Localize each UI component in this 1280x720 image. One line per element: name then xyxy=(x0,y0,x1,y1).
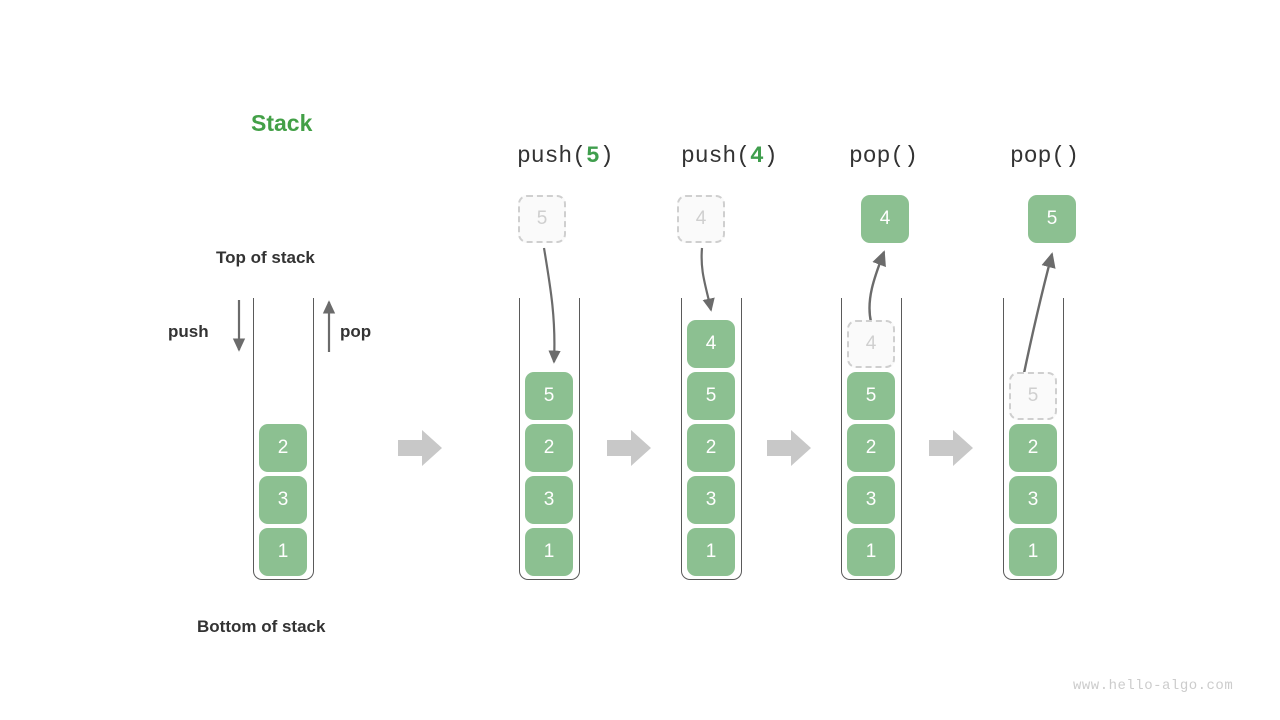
op-name: push( xyxy=(517,143,587,169)
top-of-stack-label: Top of stack xyxy=(216,248,315,267)
watermark: www.hello-algo.com xyxy=(1073,678,1234,694)
stack-container-push-5 xyxy=(519,298,580,580)
op-name: pop( xyxy=(849,143,905,169)
ghost-box-removed: 5 xyxy=(1009,372,1057,420)
bottom-of-stack-label: Bottom of stack xyxy=(197,617,326,636)
stack-item: 4 xyxy=(687,320,735,368)
stack-container-initial xyxy=(253,298,314,580)
pop-label: pop xyxy=(340,322,372,341)
step-header-push-5: push(5) xyxy=(517,143,614,169)
stack-item: 1 xyxy=(847,528,895,576)
stack-item: 5 xyxy=(525,372,573,420)
stack-item: 2 xyxy=(1009,424,1057,472)
stack-item: 1 xyxy=(259,528,307,576)
op-close: ) xyxy=(1065,143,1080,169)
stack-item: 5 xyxy=(847,372,895,420)
ghost-box-removed: 4 xyxy=(847,320,895,368)
page-title: Stack xyxy=(251,110,313,136)
op-close: ) xyxy=(599,143,614,169)
popped-box: 5 xyxy=(1028,195,1076,243)
op-close: ) xyxy=(763,143,778,169)
stack-item: 2 xyxy=(687,424,735,472)
stack-item: 1 xyxy=(1009,528,1057,576)
step-header-push-4: push(4) xyxy=(681,143,778,169)
step-separator-arrow xyxy=(607,430,651,466)
stack-item: 3 xyxy=(687,476,735,524)
stack-item: 1 xyxy=(687,528,735,576)
stack-item: 1 xyxy=(525,528,573,576)
stack-item: 2 xyxy=(259,424,307,472)
op-name: pop( xyxy=(1010,143,1066,169)
step-separator-arrow xyxy=(929,430,973,466)
step-header-pop-1: pop() xyxy=(849,143,918,169)
op-arg: 5 xyxy=(586,143,600,169)
stack-item: 3 xyxy=(259,476,307,524)
stack-container-pop-1 xyxy=(841,298,902,580)
push-label: push xyxy=(168,322,209,341)
op-arg: 4 xyxy=(750,143,764,169)
ghost-box-incoming: 5 xyxy=(518,195,566,243)
stack-item: 3 xyxy=(1009,476,1057,524)
step-separator-arrow xyxy=(398,430,442,466)
ghost-box-incoming: 4 xyxy=(677,195,725,243)
op-name: push( xyxy=(681,143,751,169)
step-header-pop-2: pop() xyxy=(1010,143,1079,169)
stack-item: 3 xyxy=(525,476,573,524)
stack-item: 3 xyxy=(847,476,895,524)
popped-box: 4 xyxy=(861,195,909,243)
stack-item: 2 xyxy=(525,424,573,472)
stack-container-pop-2 xyxy=(1003,298,1064,580)
stack-item: 2 xyxy=(847,424,895,472)
op-close: ) xyxy=(904,143,919,169)
stack-container-push-4 xyxy=(681,298,742,580)
stack-item: 5 xyxy=(687,372,735,420)
step-separator-arrow xyxy=(767,430,811,466)
